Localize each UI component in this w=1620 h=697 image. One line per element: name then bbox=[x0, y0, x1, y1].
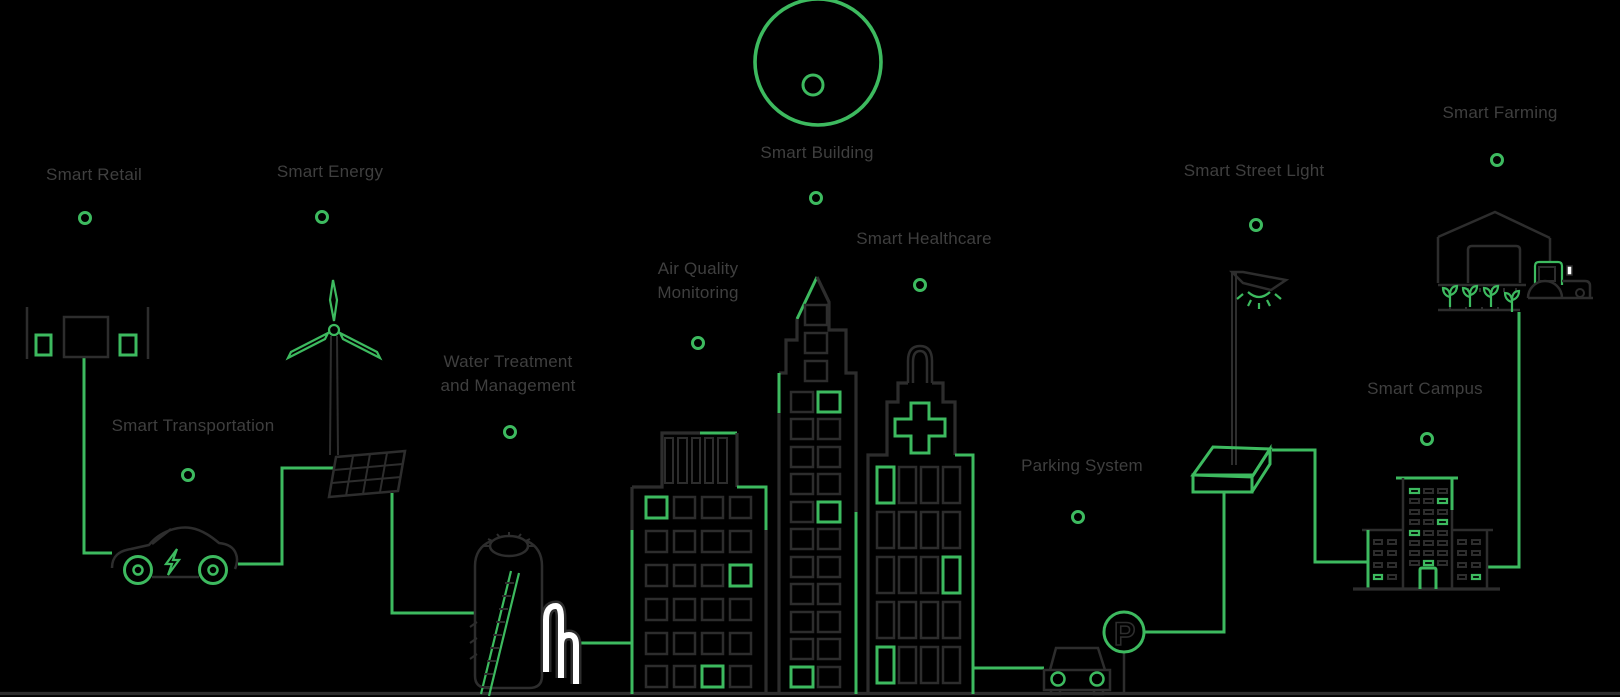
campus-node bbox=[1420, 432, 1434, 446]
pipe-icon bbox=[540, 600, 582, 684]
label-smart-street-light: Smart Street Light bbox=[1183, 161, 1325, 180]
farming-node bbox=[1490, 153, 1504, 167]
water-tank-icon bbox=[469, 532, 544, 690]
light-rays-icon bbox=[1236, 291, 1282, 309]
parking-sign-icon: P bbox=[1102, 610, 1146, 693]
energy-node bbox=[315, 210, 329, 224]
label-smart-farming: Smart Farming bbox=[1442, 103, 1558, 122]
air-quality-node bbox=[691, 336, 705, 350]
label-smart-energy: Smart Energy bbox=[276, 162, 384, 181]
skyscraper-icon bbox=[777, 276, 858, 694]
tractor-exhaust bbox=[1566, 265, 1573, 276]
medical-cross-icon bbox=[893, 401, 947, 455]
sun-icon bbox=[753, 0, 883, 127]
label-smart-building: Smart Building bbox=[760, 143, 874, 162]
label-parking-system: Parking System bbox=[1021, 456, 1143, 475]
building-node bbox=[809, 191, 823, 205]
hospital-icon bbox=[866, 344, 975, 694]
water-node bbox=[503, 425, 517, 439]
lightning-bolt-icon bbox=[163, 548, 182, 576]
street-light-icon bbox=[1190, 270, 1290, 494]
electric-car-icon bbox=[110, 526, 239, 585]
ladder-icon bbox=[479, 570, 521, 697]
car-front-icon bbox=[1042, 646, 1112, 696]
tractor-icon bbox=[1526, 260, 1593, 300]
barn-icon bbox=[1436, 210, 1552, 312]
retail-node bbox=[78, 211, 92, 225]
transportation-node bbox=[181, 468, 195, 482]
connector-lines bbox=[82, 312, 1521, 670]
parking-node bbox=[1071, 510, 1085, 524]
store-checkout-icon bbox=[25, 307, 150, 359]
label-air-quality: Air Quality Monitoring bbox=[657, 259, 739, 302]
label-smart-campus: Smart Campus bbox=[1367, 379, 1483, 398]
campus-building-icon bbox=[1353, 476, 1500, 591]
parking-letter: P bbox=[1114, 616, 1135, 652]
street-light-node bbox=[1249, 218, 1263, 232]
sprout-icon bbox=[1441, 284, 1521, 312]
label-water-treatment: Water Treatment and Management bbox=[440, 352, 576, 395]
campus-door bbox=[1418, 566, 1438, 589]
wind-turbine-icon bbox=[285, 279, 383, 456]
label-smart-transportation: Smart Transportation bbox=[111, 416, 275, 435]
healthcare-node bbox=[913, 278, 927, 292]
street-light-base bbox=[1190, 443, 1273, 494]
office-building-icon bbox=[630, 431, 768, 694]
label-smart-healthcare: Smart Healthcare bbox=[856, 229, 992, 248]
solar-panel-icon bbox=[327, 449, 407, 499]
label-smart-retail: Smart Retail bbox=[46, 165, 142, 184]
